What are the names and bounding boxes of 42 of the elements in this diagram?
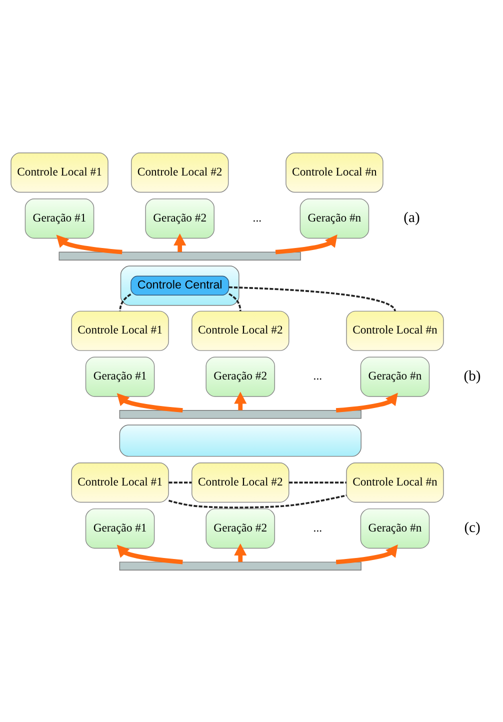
node-bar bbox=[119, 410, 362, 418]
node-box: Geração #1 bbox=[85, 508, 155, 548]
node-bar bbox=[119, 561, 362, 570]
arrow bbox=[116, 544, 183, 564]
node-box: Geração #2 bbox=[145, 198, 214, 238]
node-box: Controle Local #n bbox=[286, 152, 384, 192]
node-bar bbox=[58, 251, 301, 260]
node-box: Controle Local #2 bbox=[192, 462, 290, 502]
label: (a) bbox=[404, 210, 420, 226]
label: (b) bbox=[464, 368, 481, 384]
node-box: Geração #2 bbox=[206, 508, 276, 548]
node-box: Geração #n bbox=[360, 356, 430, 396]
node-box: Geração #n bbox=[300, 198, 370, 238]
arrow bbox=[116, 392, 183, 412]
arrow bbox=[336, 392, 398, 412]
cluster bbox=[120, 265, 240, 306]
connector bbox=[228, 286, 396, 312]
node-box: Controle Local #1 bbox=[71, 462, 169, 502]
connector bbox=[119, 293, 132, 311]
node-box: Controle Local #n bbox=[346, 462, 444, 502]
node-box: Controle Central bbox=[130, 275, 230, 295]
node-box: Controle Local #1 bbox=[71, 310, 169, 350]
connector bbox=[228, 292, 242, 311]
arrow bbox=[336, 544, 398, 564]
node-box: Controle Local #2 bbox=[130, 152, 229, 192]
node-box: Geração #1 bbox=[85, 356, 155, 396]
node-box: Geração #n bbox=[360, 508, 430, 548]
connector bbox=[168, 494, 347, 508]
node-box: Controle Local #n bbox=[346, 310, 444, 350]
label: (c) bbox=[464, 520, 480, 536]
label: ... bbox=[313, 520, 322, 534]
node-box: Geração #2 bbox=[206, 356, 276, 396]
node-box: Controle Local #2 bbox=[192, 310, 290, 350]
label: ... bbox=[252, 210, 262, 224]
node-box: Geração #1 bbox=[24, 198, 94, 238]
connector bbox=[289, 481, 346, 483]
label: ... bbox=[313, 369, 322, 382]
arrow bbox=[275, 234, 338, 254]
node-box: Controle Local #1 bbox=[10, 152, 108, 192]
arrow bbox=[56, 234, 122, 254]
connector bbox=[168, 481, 192, 483]
node-box bbox=[119, 424, 362, 456]
